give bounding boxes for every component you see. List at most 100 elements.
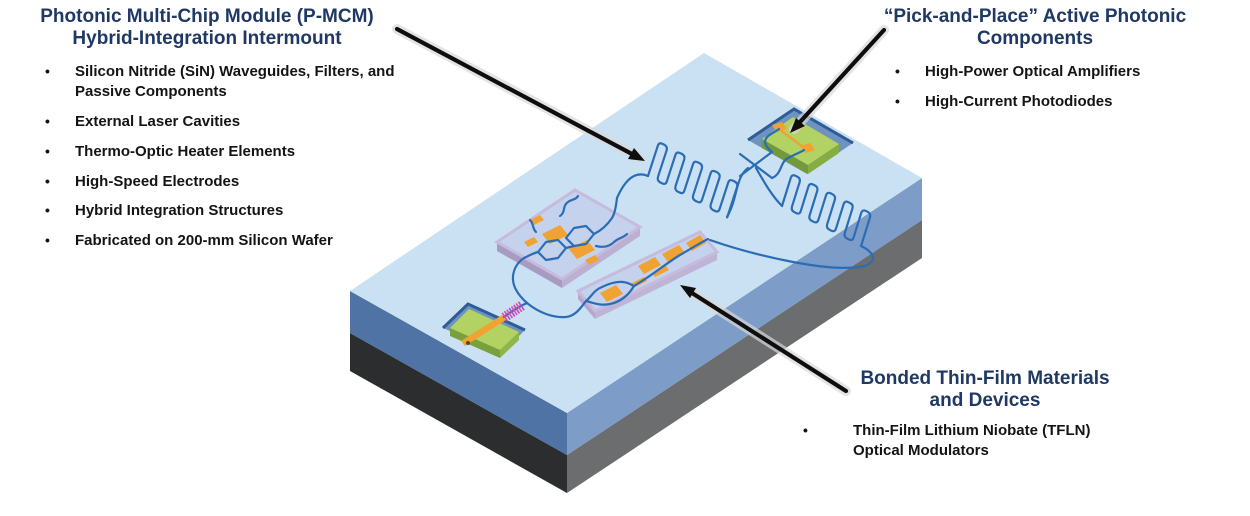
pmcm-title-line1: Photonic Multi-Chip Module (P-MCM) bbox=[40, 6, 374, 27]
arrow-bonded bbox=[689, 290, 849, 394]
tfln-electrode bbox=[638, 257, 661, 274]
bullet-marker: • bbox=[45, 63, 50, 80]
bullet-marker: • bbox=[45, 113, 50, 130]
laser-facet-dot bbox=[466, 341, 470, 345]
arrow-pmcm-head bbox=[628, 148, 645, 161]
laser-pocket-rim bbox=[441, 302, 526, 332]
tfln-mz-arm-lower bbox=[584, 284, 636, 306]
bullet-text: Hybrid Integration Structures bbox=[75, 202, 284, 220]
bullet-item: • Silicon Nitride (SiN) Waveguides, Filt… bbox=[18, 62, 396, 102]
amplifier-pocket-rim bbox=[747, 107, 854, 145]
bullet-text: Thin-Film Lithium Niobate (TFLN) Optical… bbox=[853, 422, 1091, 460]
amplifier-chip bbox=[747, 107, 854, 174]
laser-gain-bar bbox=[461, 315, 506, 346]
coupler-arm-to-pad2 bbox=[770, 148, 806, 180]
callout-active-components: “Pick-and-Place” Active Photonic Compone… bbox=[860, 6, 1210, 122]
wafer-base-right-face bbox=[567, 220, 922, 493]
wafer-side-right-face bbox=[567, 178, 922, 455]
grating-hatch-line bbox=[503, 310, 511, 321]
active-components-title-line1: “Pick-and-Place” Active Photonic bbox=[883, 6, 1187, 27]
waveguide-network bbox=[502, 127, 874, 319]
arrow-active-components-head bbox=[790, 118, 805, 133]
bullet-text: High-Power Optical Amplifiers bbox=[925, 63, 1141, 81]
tfln-bus-trace bbox=[632, 237, 710, 288]
amplifier-chip-side-left bbox=[762, 139, 808, 174]
active-components-bullet-list: • High-Power Optical Amplifiers • High-C… bbox=[860, 62, 1210, 112]
meander-lower-tail bbox=[708, 238, 874, 269]
bullet-item: • Hybrid Integration Structures bbox=[18, 201, 396, 221]
bullet-item: • External Laser Cavities bbox=[18, 112, 396, 132]
heater-pad-small bbox=[585, 255, 599, 265]
bullet-marker: • bbox=[45, 202, 50, 219]
bonded-title: Bonded Thin-Film Materials and Devices bbox=[795, 368, 1175, 412]
arrows bbox=[394, 26, 887, 394]
grating-hatch-line bbox=[517, 301, 525, 311]
bullet-text: Silicon Nitride (SiN) Waveguides, Filter… bbox=[75, 63, 395, 101]
bullet-text: Fabricated on 200-mm Silicon Wafer bbox=[75, 232, 333, 250]
heater-pad-small bbox=[524, 237, 538, 247]
filter-trace-wiggle bbox=[558, 194, 580, 218]
callout-bonded: Bonded Thin-Film Materials and Devices •… bbox=[795, 368, 1175, 471]
bullet-marker: • bbox=[895, 93, 900, 110]
active-components-title: “Pick-and-Place” Active Photonic Compone… bbox=[860, 6, 1210, 50]
laser-chip-side-left bbox=[450, 328, 500, 358]
waveguide-meander-upper bbox=[646, 142, 739, 219]
pmcm-title-line2: Hybrid-Integration Intermount bbox=[72, 28, 342, 50]
arrow-active-components bbox=[797, 27, 887, 125]
arrow-bonded-head bbox=[680, 285, 696, 298]
bullet-item: • Thin-Film Lithium Niobate (TFLN) Optic… bbox=[795, 421, 1175, 461]
filter-output-trace bbox=[592, 196, 619, 236]
bullet-text: High-Speed Electrodes bbox=[75, 172, 240, 190]
coupler-cross bbox=[738, 150, 774, 178]
tfln-mz-pad bbox=[600, 285, 623, 302]
filter-chip-side-left bbox=[497, 242, 562, 288]
grating-hatch-line bbox=[510, 306, 518, 316]
amplifier-pad bbox=[772, 122, 787, 132]
heater-pad-small bbox=[530, 215, 544, 225]
bullet-text: External Laser Cavities bbox=[75, 113, 241, 131]
laser-chip-side-right bbox=[500, 332, 519, 358]
filter-trace-wiggle bbox=[528, 218, 538, 234]
amplifier-wire bbox=[779, 129, 807, 150]
coupler-arm-to-pad1 bbox=[764, 127, 781, 154]
waveguide-meander-lower bbox=[780, 174, 872, 247]
bonded-title-line1: Bonded Thin-Film Materials bbox=[860, 368, 1110, 389]
coupler-branch-down bbox=[754, 166, 784, 208]
heater-pad bbox=[569, 240, 595, 259]
waveguide-to-tfln bbox=[525, 299, 588, 319]
pmcm-bullet-list: • Silicon Nitride (SiN) Waveguides, Filt… bbox=[18, 62, 396, 251]
pmcm-title: Photonic Multi-Chip Module (P-MCM) Hybri… bbox=[18, 6, 396, 50]
active-components-title-line2: Components bbox=[976, 28, 1094, 50]
filter-trace-wiggle bbox=[594, 232, 629, 248]
filter-ring-link bbox=[564, 244, 576, 250]
bullet-item: • Thermo-Optic Heater Elements bbox=[18, 142, 396, 162]
wafer-side-left-face bbox=[350, 291, 567, 455]
tfln-modulator-chip bbox=[575, 230, 720, 319]
callout-pmcm: Photonic Multi-Chip Module (P-MCM) Hybri… bbox=[18, 6, 396, 261]
waveguide-s-to-filter bbox=[511, 256, 529, 305]
tfln-chip-side-front bbox=[595, 252, 717, 319]
coupler-cross bbox=[738, 152, 774, 180]
bullet-item: • High-Current Photodiodes bbox=[860, 92, 1210, 112]
tfln-electrode-strip bbox=[652, 266, 669, 277]
bullet-item: • High-Power Optical Amplifiers bbox=[860, 62, 1210, 82]
wafer-base-left-face bbox=[350, 333, 567, 493]
grating-hatch-line bbox=[501, 312, 509, 322]
bullet-marker: • bbox=[803, 422, 808, 439]
bonded-bullet-list: • Thin-Film Lithium Niobate (TFLN) Optic… bbox=[795, 421, 1175, 461]
tfln-electrode bbox=[686, 235, 706, 251]
grating-hatch-line bbox=[508, 307, 516, 317]
amplifier-chip-side-right bbox=[808, 144, 839, 174]
bullet-marker: • bbox=[895, 63, 900, 80]
grating-hatch-line bbox=[515, 302, 523, 313]
bullet-item: • High-Speed Electrodes bbox=[18, 172, 396, 192]
laser-chip bbox=[441, 302, 526, 358]
callout-arrows bbox=[392, 24, 889, 396]
grating-coupler bbox=[501, 301, 525, 322]
tfln-electrode bbox=[662, 245, 685, 262]
bonded-title-line2: and Devices bbox=[929, 390, 1041, 412]
bullet-text: High-Current Photodiodes bbox=[925, 93, 1113, 111]
heater-pad bbox=[542, 225, 568, 244]
